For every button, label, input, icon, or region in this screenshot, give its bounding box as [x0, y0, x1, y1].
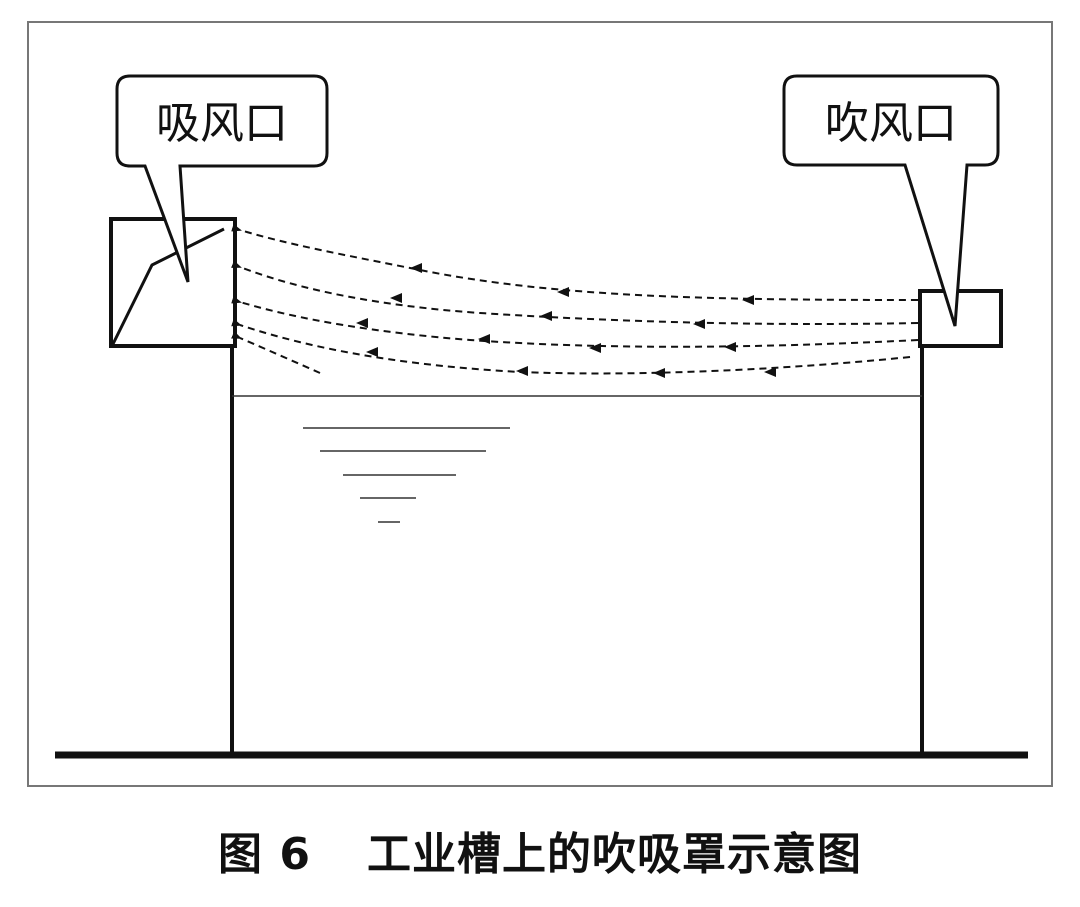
- blow-suction-hood-diagram: 吸风口 吹风口: [27, 21, 1053, 787]
- airflow-line-2: [231, 260, 919, 325]
- airflow-arrowhead: [478, 334, 490, 344]
- airflow-line-1: [231, 223, 919, 301]
- airflow-line-3: [231, 295, 919, 348]
- airflow-arrowhead: [410, 263, 422, 273]
- airflow-line-5: [231, 331, 321, 374]
- airflow-arrowhead: [366, 347, 378, 357]
- figure-number: 图 6: [218, 829, 311, 880]
- blowing-nozzle: [918, 289, 1003, 348]
- airflow-arrowhead: [356, 318, 368, 328]
- suction-inlet-label: 吸风口: [156, 98, 288, 149]
- airflow-mid-arrowheads: [356, 263, 776, 378]
- airflow-arrowhead: [653, 368, 665, 378]
- airflow-arrowhead: [516, 366, 528, 376]
- airflow-line-4: [231, 318, 911, 375]
- figure-title: 工业槽上的吹吸罩示意图: [366, 829, 862, 880]
- airflow-arrows: [231, 223, 919, 375]
- airflow-arrowhead: [742, 295, 754, 305]
- airflow-arrowhead: [390, 293, 402, 303]
- blowing-outlet-label: 吹风口: [825, 98, 957, 149]
- airflow-arrowhead: [589, 343, 601, 353]
- airflow-arrowhead: [557, 287, 569, 297]
- suction-inlet-callout: 吸风口: [115, 74, 329, 283]
- airflow-arrowhead: [540, 311, 552, 321]
- airflow-arrowhead: [693, 319, 705, 329]
- water-level-symbol: [303, 427, 510, 523]
- blowing-outlet-callout: 吹风口: [782, 74, 1000, 327]
- airflow-arrowhead: [724, 342, 736, 352]
- figure-frame: [27, 21, 1053, 787]
- figure-caption: 图 6 工业槽上的吹吸罩示意图: [0, 818, 1080, 882]
- airflow-arrowhead: [764, 367, 776, 377]
